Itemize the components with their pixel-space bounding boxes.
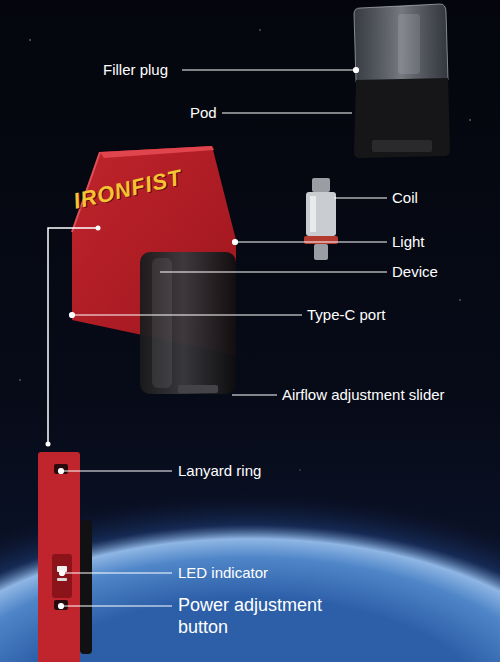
part-label: Coil	[392, 189, 418, 207]
part-label: Device	[392, 263, 438, 281]
part-label: Airflow adjustment slider	[282, 386, 445, 404]
part-label: LED indicator	[178, 564, 268, 582]
part-label: Type-C port	[307, 306, 385, 324]
part-label: Filler plug	[103, 61, 168, 79]
part-label: Pod	[190, 104, 217, 122]
part-label: Lanyard ring	[178, 462, 261, 480]
part-label: Light	[392, 233, 425, 251]
part-label: Power adjustment button	[178, 595, 348, 638]
